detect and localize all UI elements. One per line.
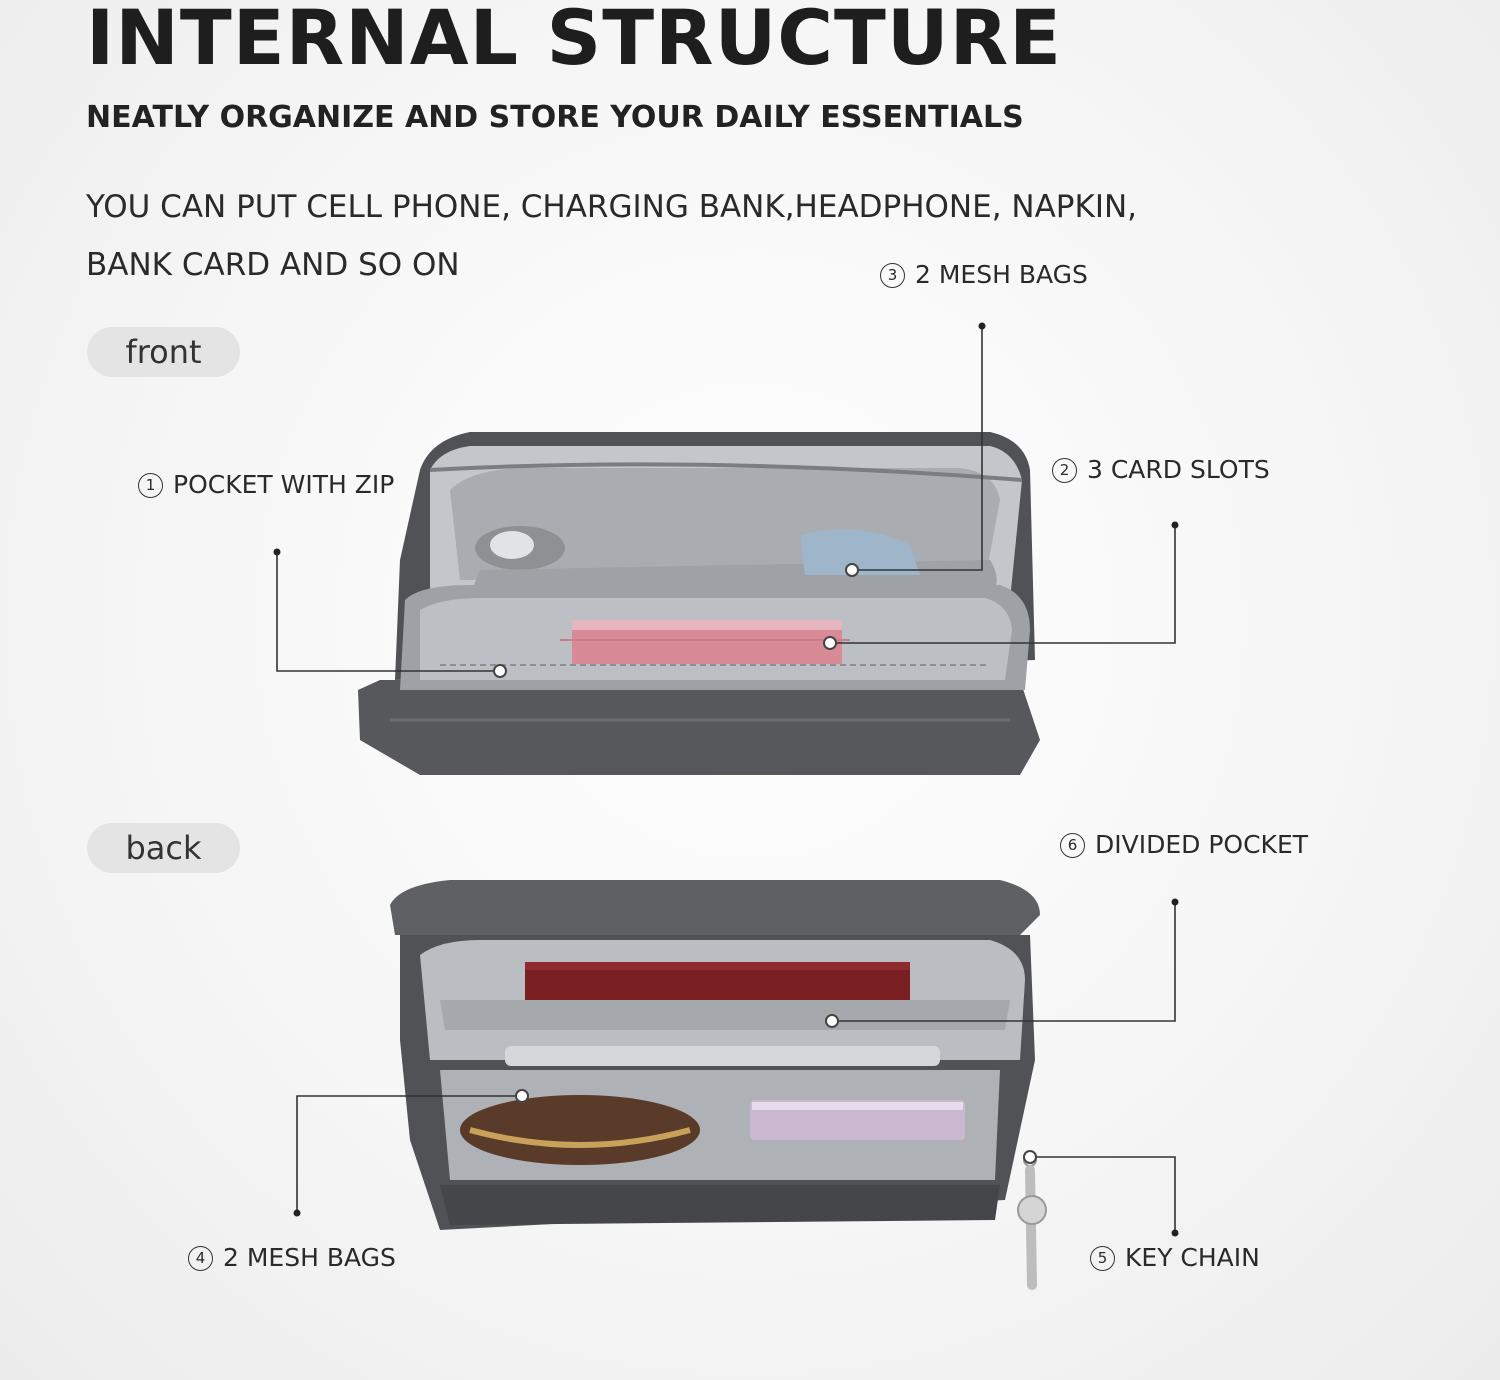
callout-pocket-with-zip: 1 POCKET WITH ZIP [138, 470, 394, 500]
callout-number-1: 1 [138, 472, 163, 498]
page-subtitle: NEATLY ORGANIZE AND STORE YOUR DAILY ESS… [86, 100, 1024, 135]
callout-number-2: 2 [1052, 457, 1077, 483]
leader-dots [273, 322, 1179, 1237]
callout-text: POCKET WITH ZIP [173, 470, 395, 499]
callout-number-4: 4 [188, 1245, 213, 1271]
description-line-2: BANK CARD AND SO ON [86, 247, 460, 283]
leader-lines [276, 326, 1176, 1233]
callout-divided-pocket: 6 DIVIDED POCKET [1060, 830, 1308, 860]
callout-mesh-bags-back: 4 2 MESH BAGS [188, 1243, 396, 1273]
back-view-label: back [87, 823, 240, 873]
callout-card-slots: 2 3 CARD SLOTS [1052, 455, 1270, 485]
front-view-label: front [87, 327, 240, 377]
description: YOU CAN PUT CELL PHONE, CHARGING BANK,HE… [86, 178, 1286, 294]
page-title: INTERNAL STRUCTURE [86, 0, 1063, 82]
description-line-1: YOU CAN PUT CELL PHONE, CHARGING BANK,HE… [86, 189, 1138, 225]
callout-text: 2 MESH BAGS [915, 260, 1088, 289]
callout-number-5: 5 [1090, 1245, 1115, 1271]
callout-text: DIVIDED POCKET [1095, 830, 1309, 859]
callout-number-6: 6 [1060, 832, 1085, 858]
callout-text: 3 CARD SLOTS [1087, 455, 1270, 484]
callout-text: 2 MESH BAGS [223, 1243, 396, 1272]
callout-number-3: 3 [880, 262, 905, 288]
front-bag-image [358, 432, 1040, 775]
callout-mesh-bags-front: 3 2 MESH BAGS [880, 260, 1088, 290]
callout-text: KEY CHAIN [1125, 1243, 1260, 1272]
callout-key-chain: 5 KEY CHAIN [1090, 1243, 1260, 1273]
back-bag-image [390, 880, 1047, 1290]
